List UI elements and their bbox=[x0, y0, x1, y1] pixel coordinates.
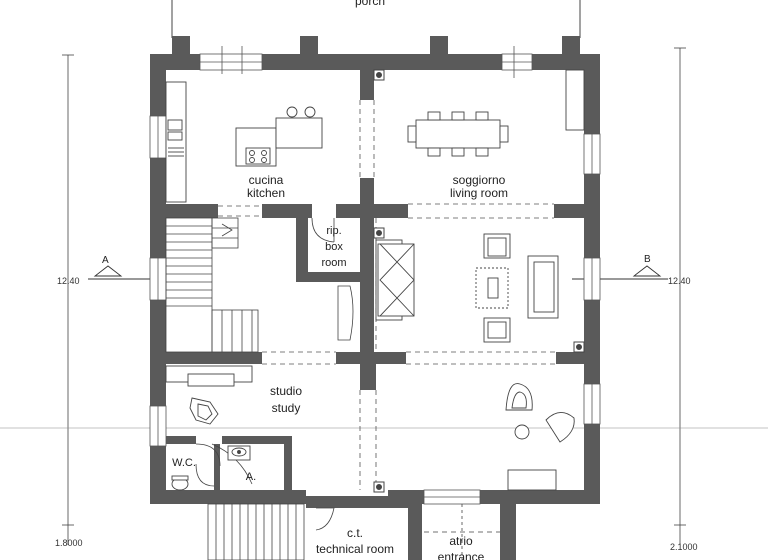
dimension-right-bottom: 2.1000 bbox=[670, 542, 698, 552]
windows bbox=[149, 46, 601, 505]
box-room-label-3: room bbox=[321, 257, 347, 269]
exterior-walls bbox=[150, 54, 600, 504]
kitchen-label-en: kitchen bbox=[246, 186, 286, 200]
living-room-furniture bbox=[375, 233, 559, 343]
dimension-left-bottom: 1.8000 bbox=[55, 538, 83, 548]
study-furniture bbox=[165, 365, 253, 425]
section-marker-a-label: A bbox=[102, 255, 109, 266]
entrance-label-1: atrio bbox=[449, 534, 473, 548]
kitchen-label-it: cucina bbox=[248, 173, 284, 187]
living-label-it: soggiorno bbox=[452, 173, 506, 187]
small-columns bbox=[373, 69, 585, 493]
dining-table bbox=[407, 69, 585, 157]
dimension-right-height: 12.40 bbox=[668, 276, 691, 286]
interior-stairs bbox=[165, 217, 259, 353]
section-marker-a bbox=[88, 265, 150, 280]
wc-fixtures bbox=[171, 445, 251, 491]
dimension-left-height: 12.40 bbox=[57, 276, 80, 286]
kitchen-fixtures bbox=[165, 81, 323, 203]
section-marker-b-label: B bbox=[644, 254, 651, 265]
entrance-label-2: entrance bbox=[437, 550, 485, 560]
technical-room-label-2: technical room bbox=[315, 542, 395, 556]
interior-walls bbox=[166, 70, 584, 560]
dimension-lines bbox=[0, 47, 768, 545]
box-room-label-2: box bbox=[325, 241, 343, 253]
living-label-en: living room bbox=[449, 186, 509, 200]
anteroom-label: A. bbox=[245, 471, 257, 483]
wc-label: W.C. bbox=[172, 457, 196, 469]
exterior-stairs bbox=[207, 503, 500, 560]
porch-label: porch bbox=[354, 0, 386, 8]
porch-outline bbox=[171, 0, 581, 38]
box-room-label-1: rip. bbox=[326, 225, 342, 237]
porch-columns bbox=[172, 36, 580, 54]
technical-room-label-1: c.t. bbox=[346, 526, 363, 540]
entrance-furniture bbox=[505, 383, 575, 491]
study-label-en: study bbox=[271, 401, 301, 415]
study-label-it: studio bbox=[269, 384, 303, 398]
